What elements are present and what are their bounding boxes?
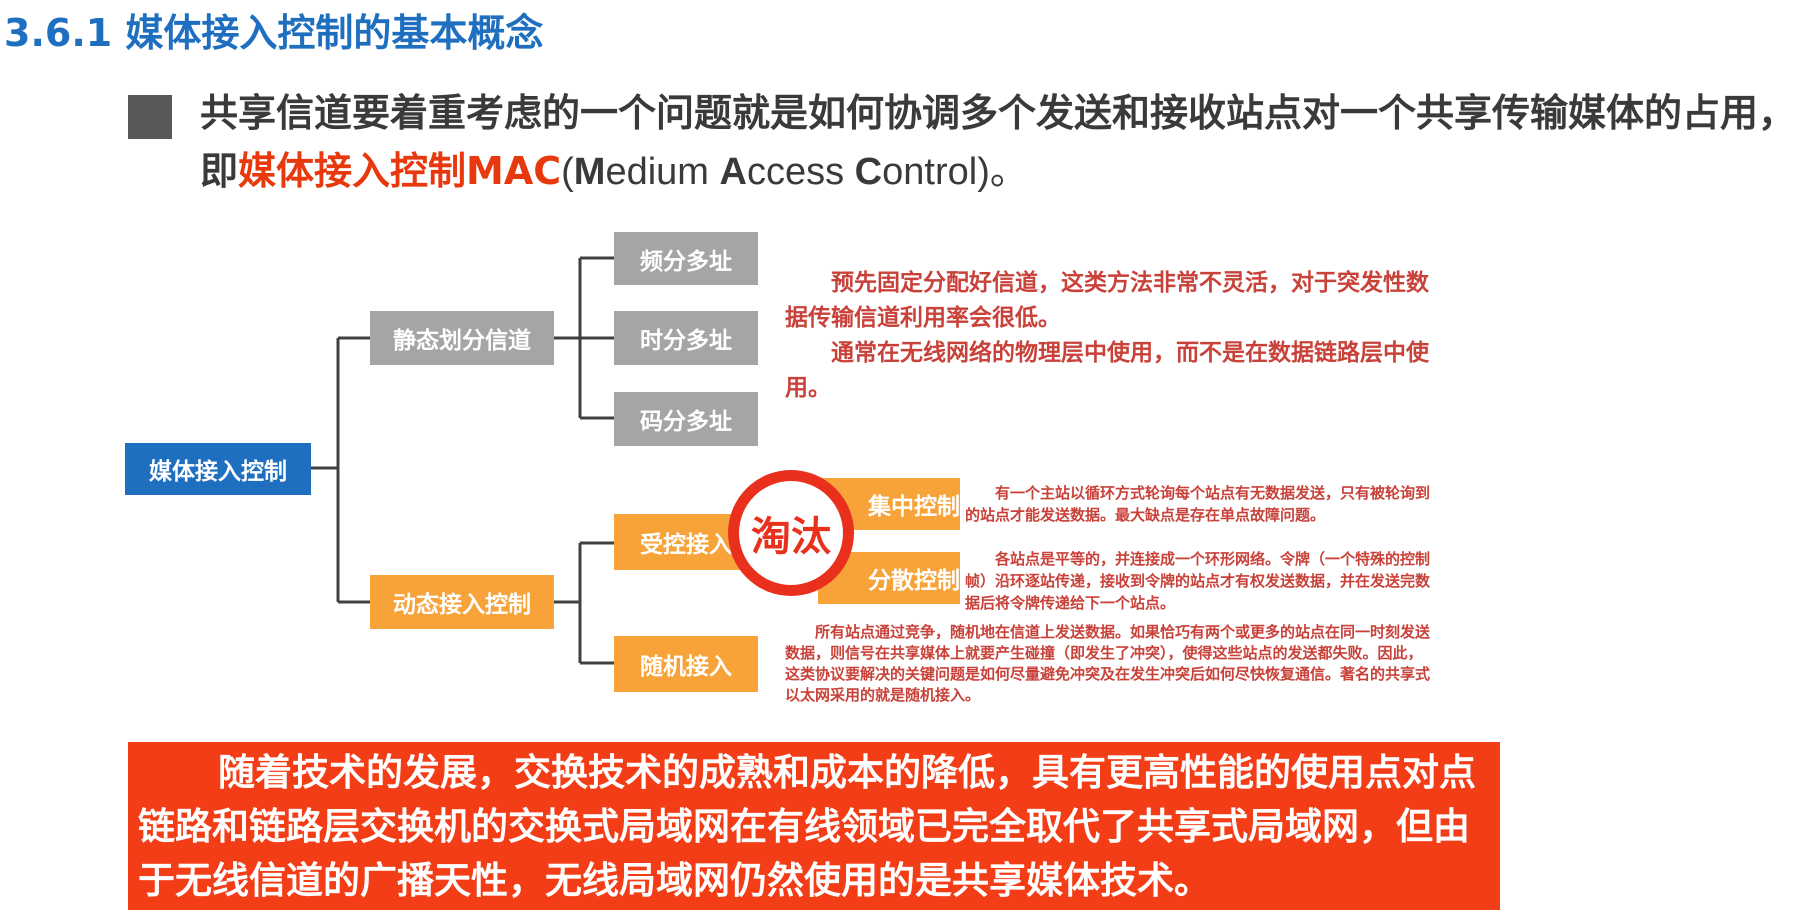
note-random: 所有站点通过竞争，随机地在信道上发送数据。如果恰巧有两个或更多的站点在同一时刻发… (785, 623, 1431, 704)
intro-latin: (Medium Access Control)。 (561, 151, 1028, 193)
summary-banner: 随着技术的发展，交换技术的成熟和成本的降低，具有更高性能的使用点对点链路和链路层… (128, 742, 1500, 910)
obsolete-stamp-text: 淘汰 (739, 481, 843, 585)
note-static-line1: 预先固定分配好信道，这类方法非常不灵活，对于突发性数据传输信道利用率会很低。 (785, 270, 1429, 331)
summary-text: 随着技术的发展，交换技术的成熟和成本的降低，具有更高性能的使用点对点链路和链路层… (138, 751, 1476, 902)
note-distributed: 各站点是平等的，并连接成一个环形网络。令牌（一个特殊的控制帧）沿环逐站传递，接收… (965, 550, 1431, 612)
note-centralized: 有一个主站以循环方式轮询每个站点有无数据发送，只有被轮询到的站点才能发送数据。最… (965, 484, 1431, 524)
obsolete-stamp: 淘汰 (728, 470, 854, 596)
node-fdma: 频分多址 (614, 232, 758, 285)
bullet-square-icon (128, 95, 172, 139)
node-cdma: 码分多址 (614, 392, 758, 446)
intro-paragraph: 共享信道要着重考虑的一个问题就是如何协调多个发送和接收站点对一个共享传输媒体的占… (200, 84, 1800, 201)
node-media-access-control: 媒体接入控制 (125, 443, 311, 495)
node-tdma: 时分多址 (614, 311, 758, 365)
node-dynamic-access: 动态接入控制 (370, 575, 554, 629)
note-static: 预先固定分配好信道，这类方法非常不灵活，对于突发性数据传输信道利用率会很低。 通… (785, 266, 1445, 406)
note-static-line2: 通常在无线网络的物理层中使用，而不是在数据链路层中使用。 (785, 340, 1429, 401)
node-random-access: 随机接入 (614, 636, 758, 692)
node-static-channel: 静态划分信道 (370, 311, 554, 365)
intro-highlight: 媒体接入控制MAC (238, 149, 562, 193)
page-title: 3.6.1 媒体接入控制的基本概念 (4, 11, 544, 55)
intro-text: 共享信道要着重考虑的一个问题就是如何协调多个发送和接收站点对一个共享传输媒体的占… (200, 91, 1797, 193)
